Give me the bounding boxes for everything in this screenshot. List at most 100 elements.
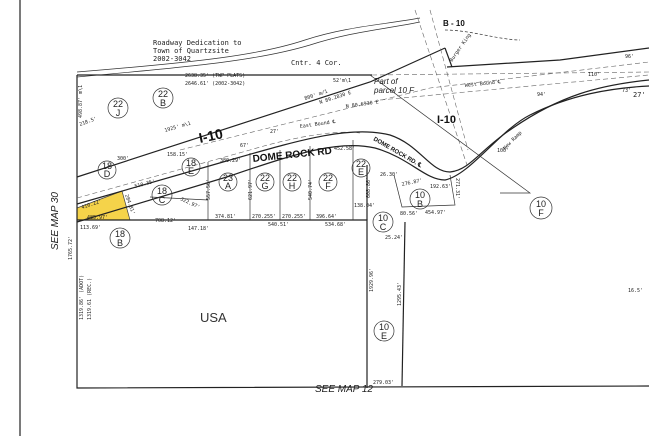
section-line (371, 71, 649, 76)
map-text: 18 (115, 229, 125, 239)
map-text: 10 (415, 190, 425, 200)
usa-label: USA (200, 310, 227, 325)
parcel-22j[interactable]: 22J (107, 97, 129, 119)
dedication-text: Town of Quartzsite (153, 47, 229, 55)
map-text: 67' (240, 143, 249, 149)
parcel-10e-east-line (401, 221, 406, 387)
dome-rock-rd-south-edge (76, 85, 649, 223)
map-text: 322.97' (179, 196, 201, 210)
map-text: 18 (157, 186, 167, 196)
map-text: B (417, 199, 423, 209)
parcel-line-f (149, 196, 209, 201)
parcel-22f[interactable]: 22F (318, 172, 338, 192)
map-text: 485.97' (87, 215, 108, 221)
map-text: 73' (622, 88, 631, 94)
map-text: 608.86' (366, 177, 372, 198)
parcel-18d[interactable]: 18D (97, 160, 117, 180)
map-text: H (289, 181, 296, 191)
b10-edge (444, 29, 521, 41)
map-text: B (160, 98, 166, 108)
map-text: 18 (186, 158, 196, 168)
parcel-10f[interactable]: 10F (529, 196, 553, 220)
map-text: 271.31' (454, 178, 460, 199)
map-text: 452.58' (334, 146, 355, 152)
map-text: 2646.61' (2002-3042) (185, 81, 245, 87)
parcel-10b[interactable]: 10B (409, 188, 431, 210)
parcel-22b[interactable]: 22B (152, 87, 174, 109)
map-text: J (116, 108, 121, 118)
b10-row-right (429, 9, 469, 151)
parcel-18e[interactable]: 18E (181, 157, 201, 177)
parcel-markers: 22J 22B 18D 18E 18C 23A 22G 22H 22F 22E … (97, 87, 553, 342)
west-bound-label: West Bound ℄ (465, 79, 503, 89)
map-text: F (538, 208, 544, 218)
map-text: 540.74' (308, 179, 314, 200)
map-text: 23 (223, 173, 233, 183)
parcel-22g[interactable]: 22G (255, 172, 275, 192)
parcel-18c[interactable]: 18C (151, 184, 173, 206)
map-text: 2638.35' (TWP PLATS) (185, 73, 245, 79)
map-text: B (117, 238, 123, 248)
outer-boundary (76, 75, 649, 389)
i10-label: I-10 (197, 125, 224, 146)
map-text: 218.5' (79, 116, 98, 128)
parcel-22e[interactable]: 22E (351, 158, 371, 178)
see-map-left: SEE MAP 30 (50, 192, 61, 250)
parcel-10c[interactable]: 10C (372, 211, 394, 233)
parcel-10e[interactable]: 10E (373, 320, 395, 342)
parcel-10f-line (369, 74, 532, 194)
east-bound-label: East Bound ℄ (299, 119, 337, 130)
westbound-centerline (379, 74, 649, 101)
map-text: G (261, 181, 268, 191)
burger-king-edge (444, 47, 453, 68)
roadway-dedication-line (76, 21, 421, 78)
map-text: 22 (113, 99, 123, 109)
map-text: 22 (158, 89, 168, 99)
cntr-cor-label: Cntr. 4 Cor. (291, 59, 342, 67)
dimension-labels: 2638.35' (TWP PLATS) 2646.61' (2002-3042… (68, 54, 646, 386)
map-text: 22 (356, 159, 366, 169)
map-text: D (104, 169, 111, 179)
map-text: A (225, 181, 231, 191)
see-map-bottom: SEE MAP 12 (315, 384, 373, 395)
map-text: 138.04' (354, 203, 375, 209)
part-of-parcel-label: parcel 10 F (373, 86, 415, 95)
map-text: E (188, 166, 194, 176)
map-text: 498.87' m\1 (78, 85, 84, 118)
map-text: 534.68' (325, 222, 346, 228)
map-text: 22 (287, 173, 297, 183)
map-text: 94' (537, 92, 546, 98)
dome-rock-rd-centerline-label: DOME ROCK RD. ℄ (372, 136, 423, 170)
map-text: 540.51' (268, 222, 289, 228)
map-text: 22 (260, 173, 270, 183)
dome-rock-rd-label: DOME ROCK RD (252, 146, 332, 165)
parcel-18b[interactable]: 18B (109, 227, 131, 249)
map-text: E (358, 167, 364, 177)
map-text: 276.87' (401, 178, 423, 188)
map-text: 192.63' (430, 184, 451, 190)
parcel-23a[interactable]: 23A (218, 172, 238, 192)
roadway-dedication-line2 (76, 17, 421, 73)
map-text: 22 (323, 173, 333, 183)
map-text: 557.50' (206, 179, 212, 200)
part-of-parcel-label: Part of (374, 77, 398, 86)
map-text: 300' (117, 156, 129, 162)
map-text: 113.69' (80, 225, 101, 231)
map-text: 10 (379, 322, 389, 332)
map-text: 80.56' (400, 211, 418, 217)
map-text: 396.64' (316, 214, 337, 220)
dedication-text: 2002-3042 (153, 55, 191, 63)
dedication-text: Roadway Dedication to (153, 39, 242, 47)
map-text: 1925' m\1 (164, 121, 192, 134)
map-text: F (325, 181, 331, 191)
map-text: 708.12' (155, 218, 176, 224)
i10-label-east: I-10 (437, 114, 456, 126)
parcel-10b-line (393, 174, 456, 208)
parcel-22h[interactable]: 22H (282, 172, 302, 192)
map-text: 27' (270, 129, 279, 135)
burger-king-label: Burger King (449, 33, 473, 64)
map-text: C (380, 222, 387, 232)
map-text: 147.18' (188, 226, 209, 232)
